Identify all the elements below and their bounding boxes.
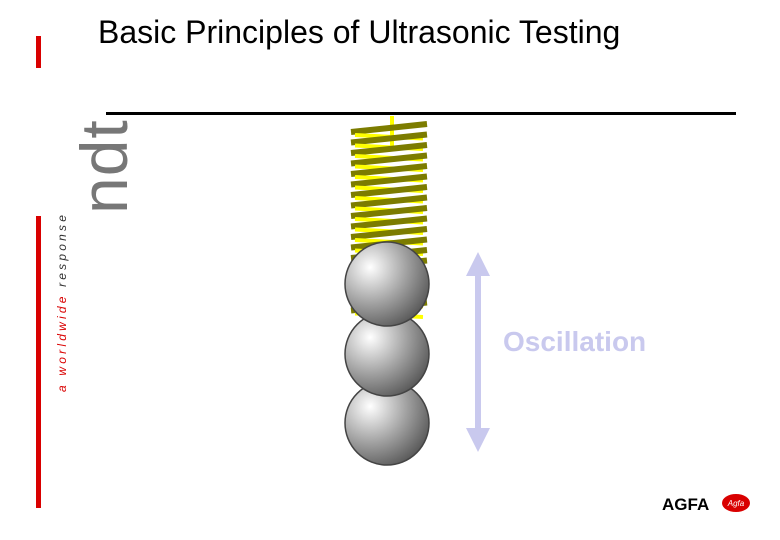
spring-coil-back (350, 163, 428, 177)
spring-coil-back (350, 131, 428, 146)
oscillation-label: Oscillation (503, 326, 647, 357)
spring-coil-back (350, 173, 428, 188)
spring-coil-back (350, 184, 428, 198)
spring-coil-back (350, 226, 428, 240)
spring-coil-back (350, 205, 428, 219)
spring-coil-back (350, 152, 428, 167)
brand-bar-bottom (36, 216, 41, 508)
spring-coil-back (350, 194, 428, 209)
logo-badge: Agfa (727, 499, 745, 508)
slide-title: Basic Principles of Ultrasonic Testing (98, 14, 621, 50)
spring-coil-back (350, 142, 428, 156)
agfa-logo-icon: AGFA Agfa (662, 494, 750, 514)
spring-coil-back (350, 121, 428, 135)
double-arrow-icon (466, 252, 490, 452)
ball-icon (344, 241, 430, 327)
title-rule (106, 112, 736, 115)
spring-coil-back (350, 215, 428, 230)
brand-bar-top (36, 36, 41, 68)
logo-text: AGFA (662, 495, 709, 514)
